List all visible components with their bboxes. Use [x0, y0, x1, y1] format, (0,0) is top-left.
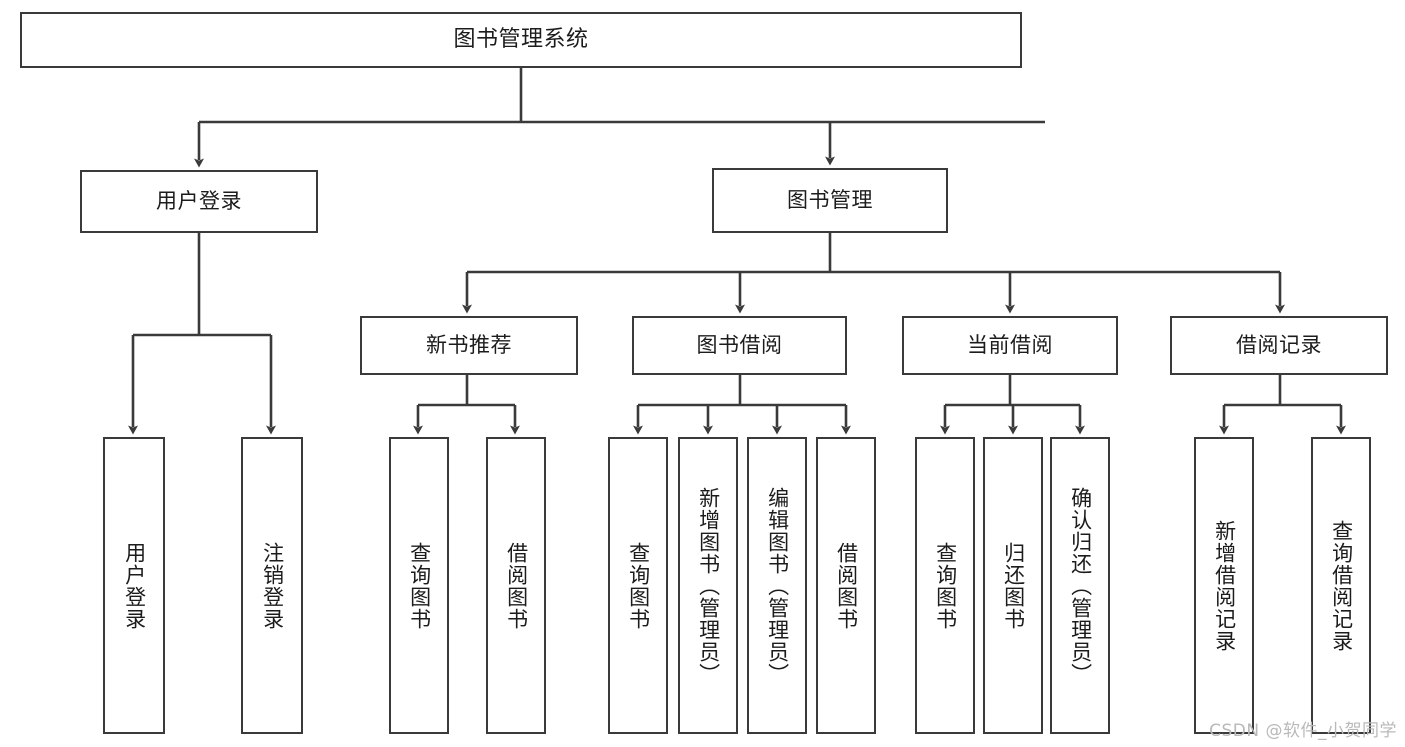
node-leaf-add-record-label: 新增借阅记录: [1212, 519, 1237, 652]
node-book-manage-label: 图书管理: [787, 188, 873, 213]
node-leaf-add-book[interactable]: 新增图书（管理员）: [678, 437, 738, 734]
node-leaf-edit-book-label: 编辑图书（管理员）: [765, 486, 790, 685]
node-leaf-logout[interactable]: 注销登录: [241, 437, 303, 734]
node-root-label: 图书管理系统: [453, 27, 589, 53]
node-leaf-query-book-2-label: 查询图书: [626, 541, 651, 630]
node-leaf-query-book-3-label: 查询图书: [933, 541, 958, 630]
node-current-borrow[interactable]: 当前借阅: [902, 316, 1118, 375]
node-borrow-record[interactable]: 借阅记录: [1170, 316, 1388, 375]
node-leaf-return-book[interactable]: 归还图书: [983, 437, 1043, 734]
node-leaf-edit-book[interactable]: 编辑图书（管理员）: [747, 437, 807, 734]
node-new-book-rec-label: 新书推荐: [426, 333, 512, 358]
node-leaf-borrow-book-1-label: 借阅图书: [504, 541, 529, 630]
node-leaf-query-book-2[interactable]: 查询图书: [608, 437, 668, 734]
node-leaf-return-book-label: 归还图书: [1001, 541, 1026, 630]
node-borrow-record-label: 借阅记录: [1236, 333, 1322, 358]
node-leaf-add-record[interactable]: 新增借阅记录: [1194, 437, 1254, 734]
node-leaf-query-book-3[interactable]: 查询图书: [915, 437, 975, 734]
node-leaf-user-login-label: 用户登录: [122, 541, 147, 630]
node-leaf-logout-label: 注销登录: [260, 541, 285, 630]
watermark-text: CSDN @软件_小贺同学: [1209, 721, 1397, 741]
node-leaf-borrow-book-1[interactable]: 借阅图书: [486, 437, 546, 734]
node-user-login[interactable]: 用户登录: [80, 170, 318, 233]
node-leaf-confirm-return-label: 确认归还（管理员）: [1068, 486, 1093, 685]
node-leaf-query-book-1-label: 查询图书: [407, 541, 432, 630]
node-root-system[interactable]: 图书管理系统: [20, 12, 1022, 68]
node-leaf-borrow-book-2-label: 借阅图书: [834, 541, 859, 630]
node-book-borrow[interactable]: 图书借阅: [632, 316, 847, 375]
node-user-login-label: 用户登录: [156, 189, 242, 214]
node-leaf-query-record-label: 查询借阅记录: [1329, 519, 1354, 652]
node-leaf-borrow-book-2[interactable]: 借阅图书: [816, 437, 876, 734]
node-leaf-confirm-return[interactable]: 确认归还（管理员）: [1050, 437, 1110, 734]
node-leaf-user-login[interactable]: 用户登录: [103, 437, 165, 734]
node-leaf-add-book-label: 新增图书（管理员）: [696, 486, 721, 685]
node-leaf-query-record[interactable]: 查询借阅记录: [1311, 437, 1371, 734]
node-current-borrow-label: 当前借阅: [967, 333, 1053, 358]
node-new-book-rec[interactable]: 新书推荐: [360, 316, 578, 375]
node-book-borrow-label: 图书借阅: [696, 333, 783, 358]
node-leaf-query-book-1[interactable]: 查询图书: [389, 437, 449, 734]
node-book-manage[interactable]: 图书管理: [712, 168, 948, 233]
